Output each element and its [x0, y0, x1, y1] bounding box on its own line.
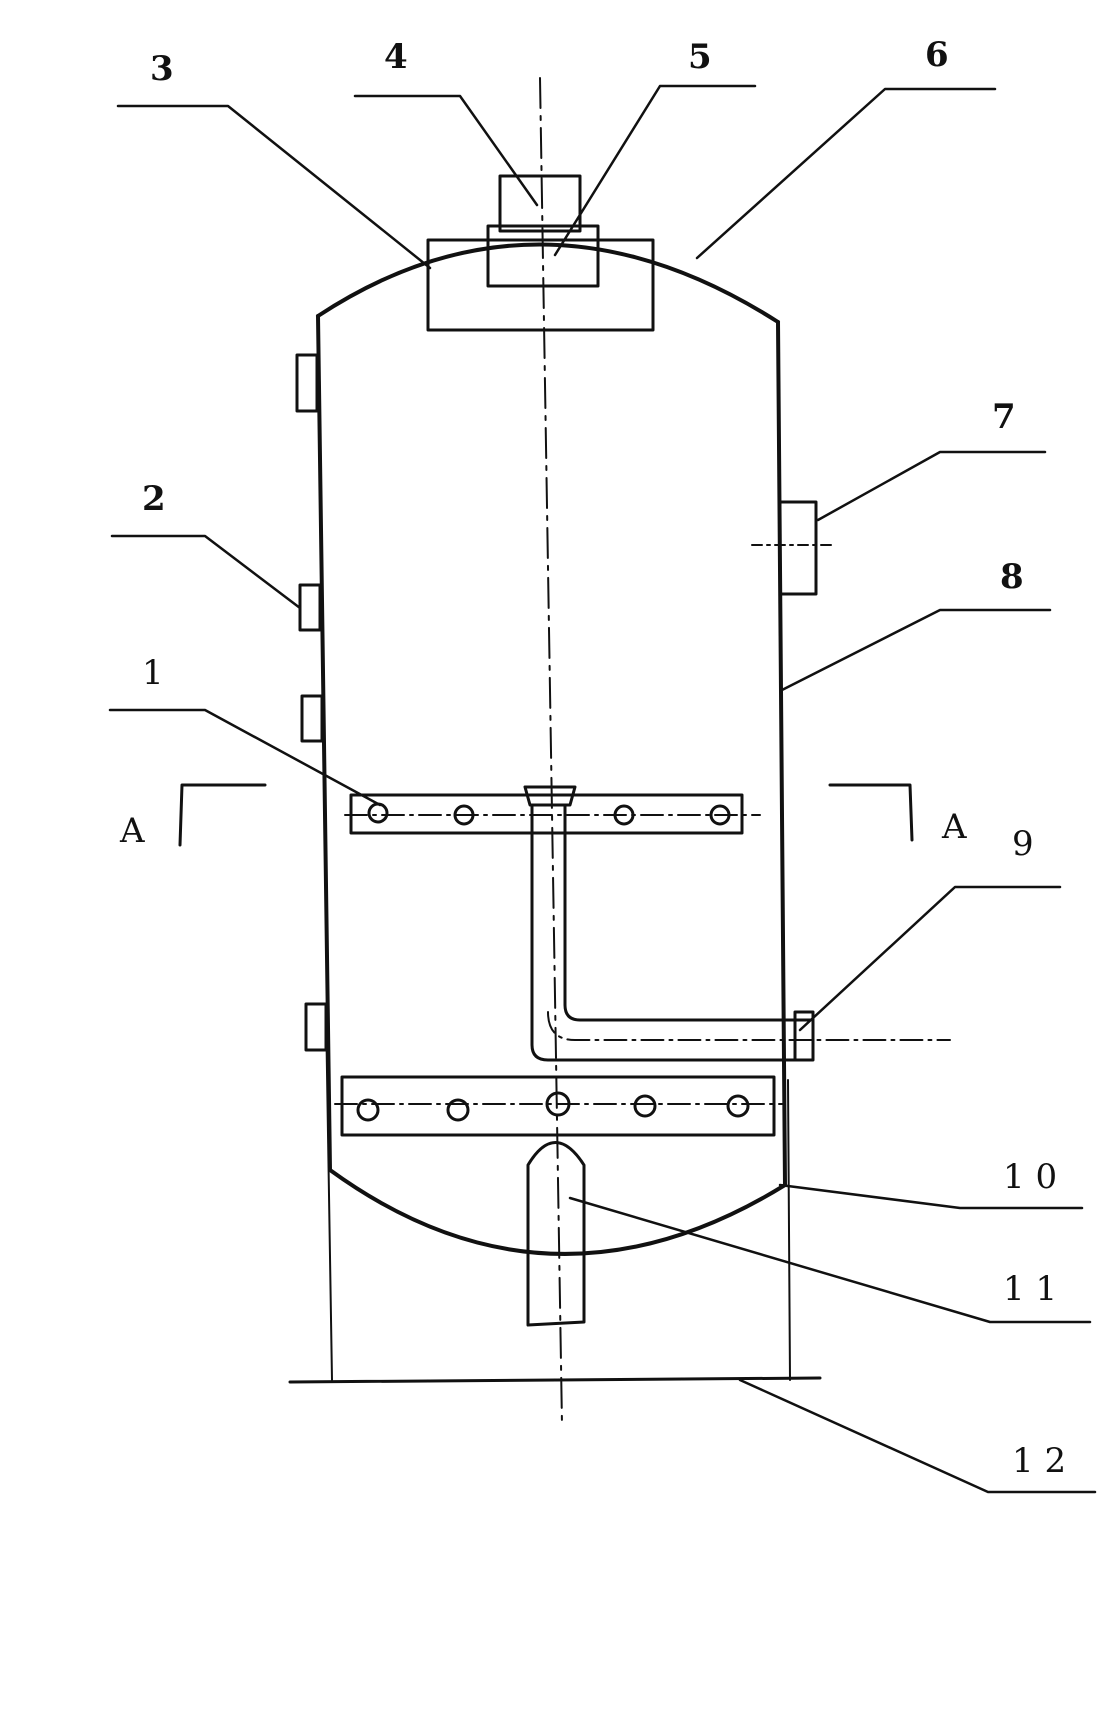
leader-1 — [108, 708, 382, 807]
lower-hole — [446, 1098, 470, 1122]
leader-6 — [695, 87, 997, 260]
upper-hole — [367, 802, 389, 824]
leader-8 — [780, 608, 1052, 692]
callout-10: 1 0 — [1003, 1157, 1057, 1197]
leader-2 — [110, 534, 302, 610]
center-line — [539, 77, 563, 1426]
leader-12 — [738, 1378, 1097, 1494]
side-nozzle-2 — [298, 583, 322, 632]
skirt-left — [325, 1009, 333, 1381]
side-nozzle-4 — [304, 1002, 328, 1052]
nozzle-housing — [426, 238, 655, 332]
outlet-pipe — [530, 803, 812, 1062]
skirt-right — [787, 1079, 791, 1381]
leader-3 — [116, 104, 432, 270]
callout-3: 3 — [150, 49, 174, 89]
lower-hole — [633, 1094, 657, 1118]
callout-12: 1 2 — [1012, 1441, 1066, 1481]
tee-fitting — [523, 785, 577, 807]
leader-4 — [353, 94, 539, 207]
callout-1: 1 — [142, 653, 164, 693]
callout-5: 5 — [688, 37, 712, 77]
section-label-right: A — [941, 807, 967, 847]
leader-10 — [778, 1183, 1084, 1210]
callout-2: 2 — [142, 479, 166, 519]
outlet-pipe-end — [793, 1010, 815, 1062]
upper-hole — [709, 804, 731, 826]
shell-left-wall — [316, 314, 332, 1172]
section-mark-right — [828, 783, 914, 842]
top-head — [316, 242, 780, 324]
lower-distributor — [340, 1075, 776, 1137]
drain-pipe — [526, 1141, 586, 1327]
upper-hole — [453, 804, 475, 826]
callout-11: 1 1 — [1003, 1269, 1057, 1309]
callout-9: 9 — [1012, 824, 1034, 864]
lower-hole — [726, 1094, 750, 1118]
base-line — [288, 1376, 822, 1384]
right-nozzle — [778, 500, 818, 596]
leader-11 — [568, 1196, 1092, 1324]
shell-right-wall — [776, 320, 787, 1187]
leader-9 — [798, 885, 1062, 1032]
callout-4: 4 — [384, 37, 408, 77]
upper-hole — [613, 804, 635, 826]
callout-7: 7 — [992, 397, 1016, 437]
section-mark-left — [178, 783, 267, 847]
nozzle-inner — [486, 224, 600, 288]
section-label-left: A — [119, 811, 145, 851]
callout-6: 6 — [925, 35, 949, 75]
leader-7 — [816, 450, 1047, 522]
lower-hole — [545, 1091, 571, 1117]
lower-hole — [356, 1098, 380, 1122]
side-nozzle-1 — [295, 353, 319, 413]
outlet-pipe-axis — [547, 1011, 951, 1041]
bottom-head — [328, 1168, 787, 1256]
leader-5 — [553, 84, 757, 257]
side-nozzle-3 — [300, 694, 324, 743]
nozzle-cap — [498, 174, 582, 233]
callout-8: 8 — [1000, 557, 1024, 597]
